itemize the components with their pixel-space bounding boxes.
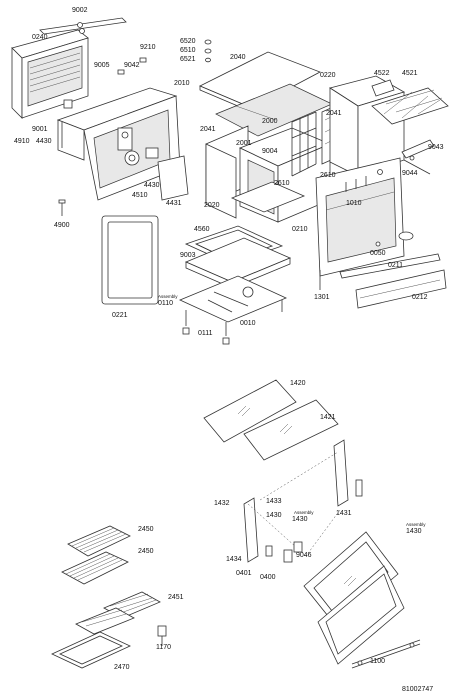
hinge-9043: [401, 139, 435, 175]
part-label-0010: 0010: [240, 320, 256, 327]
part-label-2470: 2470: [114, 664, 130, 671]
part-label-2610b: 2610: [320, 172, 336, 179]
hinge-clips-0400: [265, 541, 303, 563]
part-label-1100: 1100: [370, 658, 386, 665]
part-label-4430b: 4430: [144, 182, 160, 189]
tray-2470: [51, 631, 131, 669]
part-label-4521: 4521: [402, 70, 418, 77]
part-label-1433: 1433: [266, 498, 282, 505]
part-label-1421: 1421: [320, 414, 336, 421]
side-panel-2041: [205, 125, 249, 219]
grill-rack-2451: [75, 591, 161, 635]
top-trim-9002: [39, 17, 127, 35]
part-label-2450b: 2450: [138, 548, 154, 555]
part-label-0220: 0220: [320, 72, 336, 79]
bottom-tray-2020: [230, 181, 306, 213]
rack-clip-1170: [157, 625, 167, 646]
bracket-4522: [371, 79, 395, 97]
part-label-6520: 6520: [180, 38, 196, 45]
part-label-9005: 9005: [94, 62, 110, 69]
part-label-0111: 0111: [198, 330, 213, 337]
wire-rack-2450-b: [61, 551, 129, 585]
part-label-1434: 1434: [226, 556, 242, 563]
part-label-4430: 4430: [36, 138, 52, 145]
part-label-2040: 2040: [230, 54, 246, 61]
door-frame-right-1431: [259, 439, 363, 507]
part-label-0212: 0212: [412, 294, 428, 301]
screw-4900: [58, 199, 66, 216]
part-label-2450: 2450: [138, 526, 154, 533]
part-label-1170: 1170: [156, 644, 172, 651]
kick-strip-0212: [355, 269, 447, 309]
part-label-4522: 4522: [374, 70, 390, 77]
part-label-2010: 2010: [174, 80, 190, 87]
small-fittings: [63, 57, 147, 109]
glass-1421: [243, 399, 339, 461]
front-frame-0210: [315, 157, 405, 277]
part-label-0210: 0210: [292, 226, 308, 233]
glass-1420: [203, 379, 297, 443]
part-label-9210: 9210: [140, 44, 156, 51]
part-label-1430c: 1430: [406, 528, 422, 535]
assembly-label-3: Assembly: [406, 522, 426, 527]
part-label-4431: 4431: [166, 200, 182, 207]
handle-strip-0211: [339, 253, 441, 279]
part-label-1432: 1432: [214, 500, 230, 507]
part-label-0221: 0221: [112, 312, 128, 319]
part-label-9043: 9043: [428, 144, 444, 151]
part-label-4510: 4510: [132, 192, 148, 199]
part-label-4560: 4560: [194, 226, 210, 233]
part-label-9044: 9044: [402, 170, 418, 177]
door-frame-left-1432: [243, 497, 341, 563]
wire-rack-2450-a: [67, 525, 131, 557]
part-label-4900: 4900: [54, 222, 70, 229]
knob-0050: [319, 231, 414, 290]
rear-cover-2010: [56, 87, 181, 201]
part-label-4910: 4910: [14, 138, 30, 145]
outer-door-glass: [303, 531, 399, 627]
part-label-1431: 1431: [336, 510, 352, 517]
part-label-6521: 6521: [180, 56, 196, 63]
part-label-2451: 2451: [168, 594, 184, 601]
back-vent-panel-0240: [11, 29, 89, 119]
part-label-1430b: 1430: [292, 516, 308, 523]
part-label-0401: 0401: [236, 570, 252, 577]
part-label-0050: 0050: [370, 250, 386, 257]
part-label-1010: 1010: [346, 200, 362, 207]
part-label-0400: 0400: [260, 574, 276, 581]
part-label-9001: 9001: [32, 126, 48, 133]
part-label-0211: 0211: [388, 262, 404, 269]
part-label-9004: 9004: [262, 148, 278, 155]
handle-1100: [351, 639, 421, 669]
assembly-label-1: Assembly: [158, 294, 178, 299]
part-label-0240: 0240: [32, 34, 48, 41]
part-label-2001: 2001: [236, 140, 252, 147]
part-label-2000: 2000: [262, 118, 278, 125]
document-number: 81002747: [402, 686, 434, 693]
part-label-1420: 1420: [290, 380, 306, 387]
grille-4521: [371, 87, 449, 125]
part-label-6510: 6510: [180, 47, 196, 54]
part-label-2041: 2041: [200, 126, 216, 133]
assembly-label-2: Assembly: [294, 510, 314, 515]
feet-0111: [182, 327, 230, 345]
part-label-1430: 1430: [266, 512, 282, 519]
part-label-1301: 1301: [314, 294, 330, 301]
part-label-2041b: 2041: [326, 110, 342, 117]
door-seal-0221: [101, 215, 159, 305]
part-label-9002: 9002: [72, 7, 88, 14]
part-label-2610: 2610: [274, 180, 290, 187]
part-label-9003: 9003: [180, 252, 196, 259]
fan-assembly: [157, 155, 189, 201]
fittings-6520: [204, 39, 212, 63]
door-trim-1430: [317, 565, 405, 665]
base-plate-0110: [178, 275, 288, 336]
part-label-9046: 9046: [296, 552, 312, 559]
part-label-0110: 0110: [158, 300, 174, 307]
part-label-2020: 2020: [204, 202, 220, 209]
part-label-9042: 9042: [124, 62, 140, 69]
